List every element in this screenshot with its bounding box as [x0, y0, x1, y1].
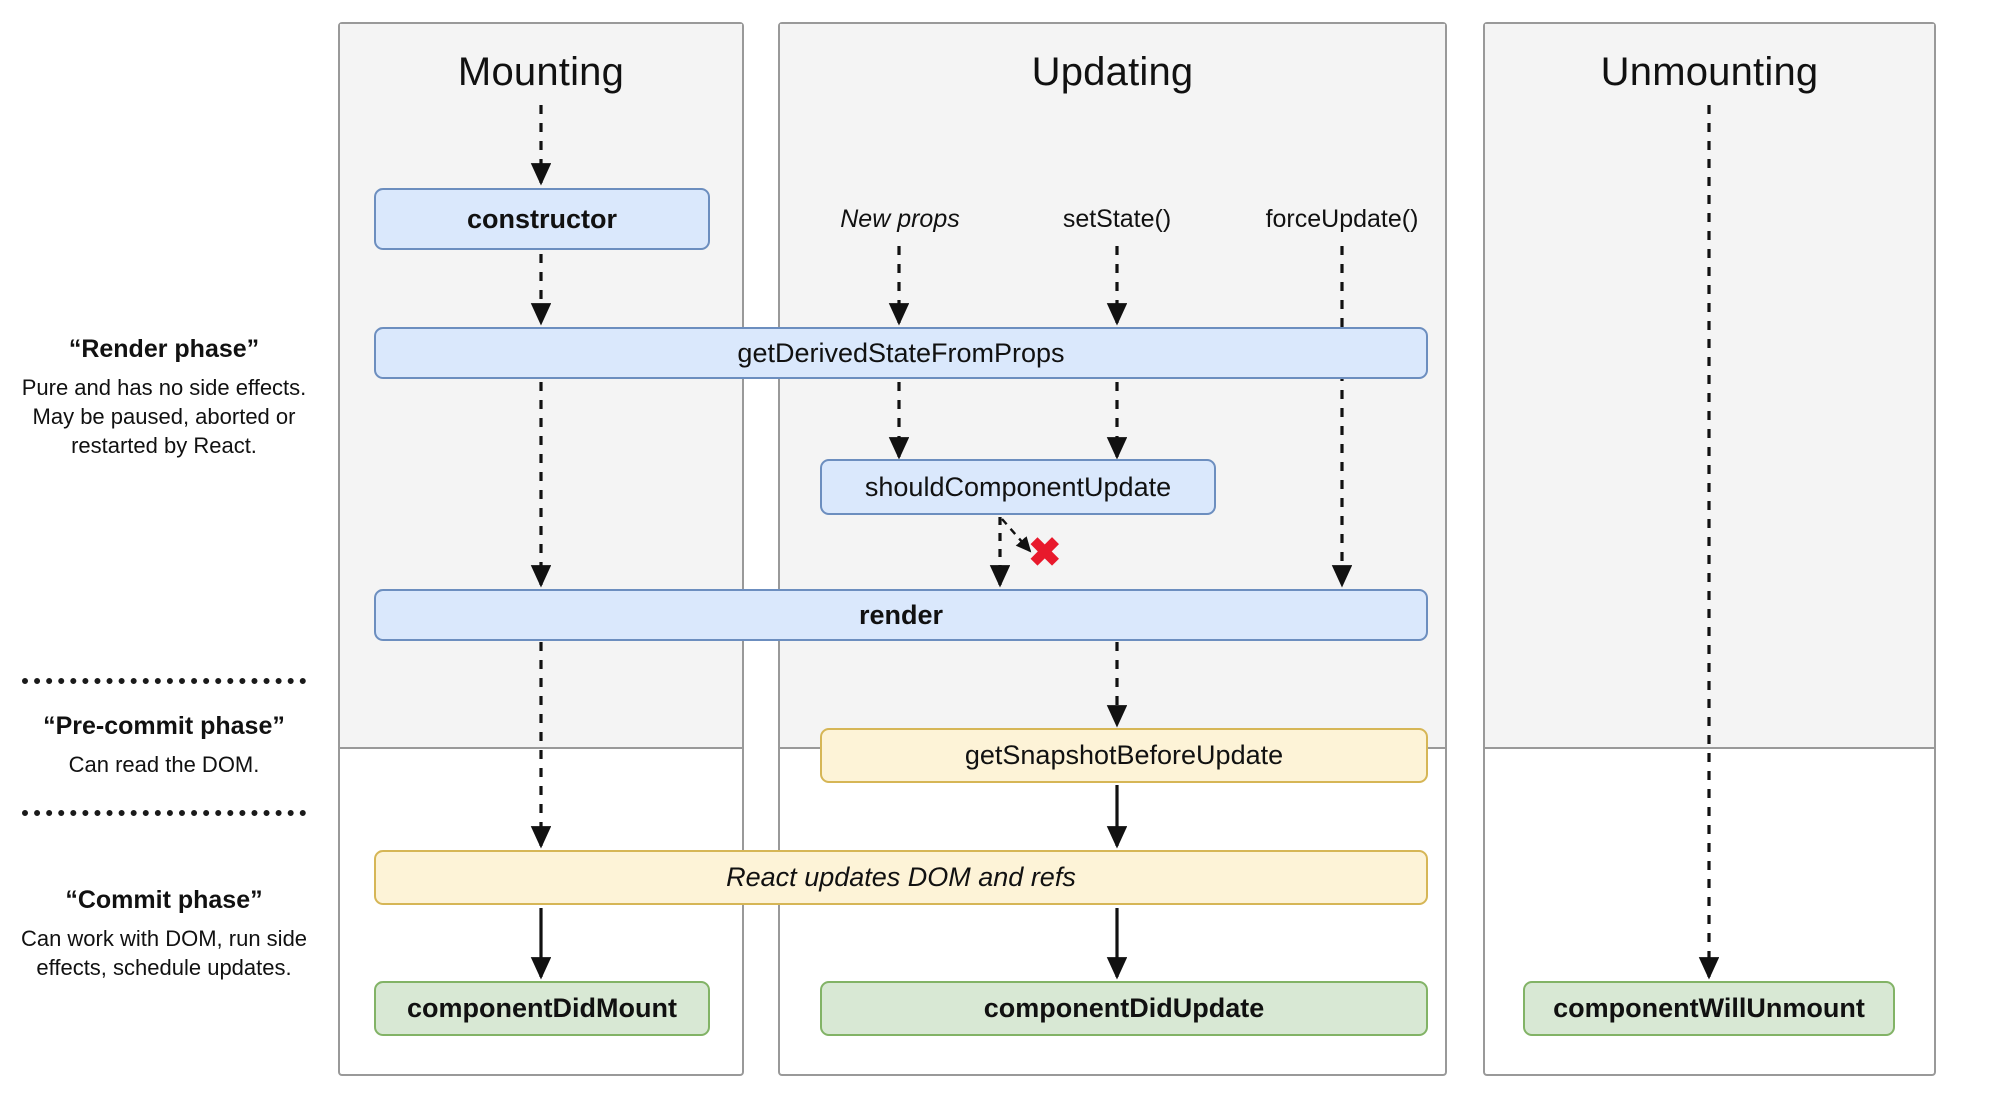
phase-label-pre-commit: “Pre-commit phase” Can read the DOM. — [14, 712, 314, 779]
phase-render-title: “Render phase” — [68, 335, 260, 363]
phase-commit-description: Can work with DOM, run side effects, sch… — [20, 925, 308, 980]
node-component-did-mount[interactable]: componentDidMount — [374, 981, 710, 1036]
column-updating — [778, 22, 1447, 1076]
node-get-snapshot-before-update[interactable]: getSnapshotBeforeUpdate — [820, 728, 1428, 783]
column-title-unmounting: Unmounting — [1600, 50, 1819, 94]
phase-pre-commit-title: “Pre-commit phase” — [43, 712, 285, 740]
node-get-derived-state-from-props[interactable]: getDerivedStateFromProps — [374, 327, 1428, 379]
node-component-will-unmount[interactable]: componentWillUnmount — [1523, 981, 1895, 1036]
phase-label-render: “Render phase” Pure and has no side effe… — [14, 335, 314, 460]
phase-divider-dotted-bottom — [22, 810, 306, 816]
phase-divider-dotted-top — [22, 678, 306, 684]
node-render[interactable]: render — [374, 589, 1428, 641]
phase-pre-commit-description: Can read the DOM. — [68, 751, 260, 777]
node-constructor[interactable]: constructor — [374, 188, 710, 250]
trigger-label-set-state: setState() — [1062, 205, 1172, 233]
skip-render-x-icon: ✖ — [1028, 531, 1062, 575]
column-title-mounting: Mounting — [457, 50, 625, 94]
column-title-updating: Updating — [1031, 50, 1194, 94]
phase-render-description: Pure and has no side effects. May be pau… — [21, 374, 307, 458]
node-react-updates-dom-and-refs[interactable]: React updates DOM and refs — [374, 850, 1428, 905]
phase-label-commit: “Commit phase” Can work with DOM, run si… — [14, 886, 314, 982]
column-mounting — [338, 22, 744, 1076]
column-unmounting — [1483, 22, 1936, 1076]
trigger-label-new-props: New props — [840, 205, 960, 233]
node-component-did-update[interactable]: componentDidUpdate — [820, 981, 1428, 1036]
phase-commit-title: “Commit phase” — [65, 886, 263, 914]
node-should-component-update[interactable]: shouldComponentUpdate — [820, 459, 1216, 515]
column-unmounting-phase-divider — [1485, 747, 1934, 749]
trigger-label-force-update: forceUpdate() — [1265, 205, 1419, 233]
column-mounting-phase-divider — [340, 747, 742, 749]
